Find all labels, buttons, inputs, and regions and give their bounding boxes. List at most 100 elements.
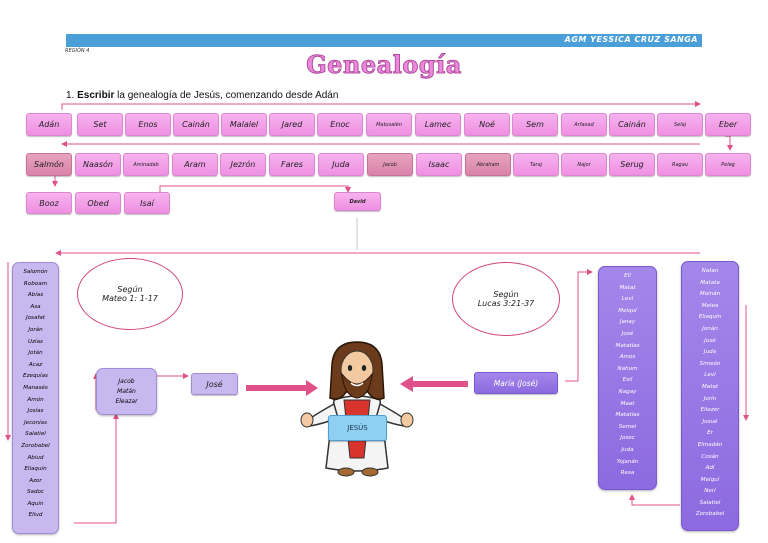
matthew-name: Jeconías [23,419,48,426]
luke-name: Eslí [622,377,633,384]
instruction-text: la genealogía de Jesús, comenzando desde… [114,90,339,101]
name-box-abraham: Abraham [465,153,511,176]
name-box-fares: Fares [269,153,315,176]
luke-name: Simeón [699,360,721,367]
matthew-name: Salomón [23,269,48,275]
luke-name: Leví [704,372,716,379]
name-box-isai: Isaí [124,192,170,214]
matthew-name: Asa [30,303,41,310]
luke-name: José [621,330,634,337]
luke-name: Nahum [617,365,638,372]
matthew-group-name: Jacob [118,377,135,385]
luke-name: Jorín [703,395,717,402]
luke-name: Matat [701,383,719,390]
name-box-lamec: Lamec [415,113,461,136]
name-box-cainan-2: Cainán [609,113,655,136]
luke-name: Juda [703,349,717,356]
name-box-obed: Obed [75,192,121,214]
name-box-najor: Najor [561,153,607,176]
matthew-oval-line2: Mateo 1: 1-17 [102,294,158,303]
luke-name: Maat [620,400,635,407]
name-box-enoc: Enoc [317,113,363,136]
luke-name: Er [707,430,713,437]
name-box-aminadab: Aminadab [123,153,169,176]
name-box-juda: Juda [318,153,364,176]
matthew-oval: Según Mateo 1: 1-17 [77,258,183,330]
luke-name: Adí [705,465,715,472]
matthew-name: Roboam [23,280,48,287]
matthew-name: Eliaquín [24,466,47,473]
name-box-jose: José [191,373,238,395]
luke-name: Melea [701,302,719,309]
name-box-arfaxad: Arfaxad [561,113,607,136]
name-box-booz: Booz [26,192,72,214]
luke-name: Melquí [700,476,720,483]
luke-name: Jonán [702,325,718,332]
matthew-name: Jorán [28,326,43,333]
luke-oval: Según Lucas 3:21-37 [452,262,560,336]
instruction-verb: Escribir [77,90,115,101]
luke-name: Josec [620,435,635,442]
luke-oval-line1: Según [493,290,519,299]
matthew-name: Josías [27,408,44,415]
name-box-jacob: Jacob [367,153,413,176]
name-box-salmon: Salmón [26,153,72,176]
matthew-name: Amón [27,396,44,403]
luke-name: Elmadán [697,441,723,448]
matthew-name: Uzías [28,338,43,345]
matthew-group: Jacob Matán Eleazar [96,368,157,415]
matthew-oval-line1: Según [117,285,143,294]
region-label: REGIÓN 4 [65,48,90,54]
luke-list-1: Elí Matat Leví Melquí Janay José Matatía… [598,266,657,490]
luke-name: Eliezer [700,407,720,414]
luke-name: Semei [618,423,637,430]
luke-name: Nagay [618,388,637,395]
instruction-number: 1. [66,90,75,101]
matthew-name: Jotán [28,350,43,357]
luke-name: Matata [700,279,720,286]
instruction: 1. Escribir la genealogía de Jesús, come… [66,90,338,101]
matthew-name: Sadoc [26,489,45,496]
name-box-set: Set [77,113,123,136]
matthew-name: Ezequías [23,373,48,380]
luke-name: Cosán [701,453,719,460]
matthew-name: Abiud [27,454,44,461]
header-bar [66,34,702,47]
name-box-serug: Serug [609,153,655,176]
name-box-peleg: Peleg [705,153,751,176]
name-box-taraj: Taraj [513,153,559,176]
luke-name: Matatías [615,412,640,419]
matthew-name: Salatiel [25,431,46,438]
luke-name: Nerí [704,488,716,495]
name-box-maria: María (José) [474,372,558,394]
name-box-adan: Adán [26,113,72,136]
name-box-jezron: Jezrón [220,153,266,176]
name-box-sem: Sem [512,113,558,136]
jesus-label: JESÚS [328,415,387,441]
name-box-aram: Aram [172,153,218,176]
matthew-name: Azor [29,477,42,484]
luke-name: Natan [701,268,719,274]
name-box-eber: Eber [705,113,751,136]
luke-name: Salatiel [699,499,721,506]
name-box-malalel: Malalel [221,113,267,136]
name-box-selaj: Selaj [657,113,703,136]
luke-name: Melquí [618,307,637,314]
name-box-david: David [334,192,381,211]
name-box-jared: Jared [269,113,315,136]
matthew-name: Aquín [27,500,44,507]
luke-name: José [704,337,716,344]
luke-name: Yojanán [616,458,639,465]
luke-name: Josué [702,418,718,425]
luke-name: Juda [621,446,634,453]
matthew-group-name: Eleazar [115,397,138,405]
luke-name: Elí [624,273,631,279]
name-box-naason: Naasón [75,153,121,176]
header-author: AGM YESSICA CRUZ SANGA [564,35,698,44]
matthew-name: Abías [27,292,44,299]
jesus-figure-icon [300,341,414,477]
luke-name: Zorobabel [695,511,725,518]
luke-oval-line2: Lucas 3:21-37 [477,299,535,308]
luke-name: Resa [620,470,635,477]
